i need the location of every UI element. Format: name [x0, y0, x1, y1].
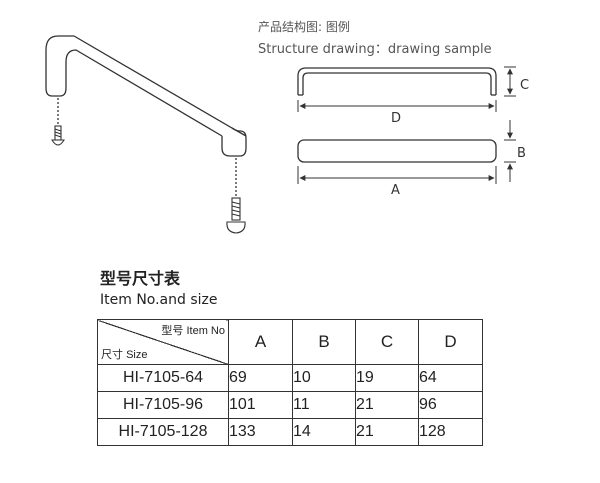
cell-b: 10: [292, 364, 356, 392]
cell-model: HI-7105-128: [97, 418, 229, 446]
size-table-title-en: Item No.and size: [100, 292, 218, 308]
cell-model: HI-7105-64: [97, 364, 229, 392]
header-col-a: A: [228, 319, 293, 365]
dimension-d-label: D: [391, 111, 401, 126]
header-diagonal-cell: 型号 Item No 尺寸 Size: [97, 319, 229, 365]
cell-d: 96: [418, 391, 483, 419]
dimension-c: [504, 66, 516, 97]
header-item-label: 型号 Item No: [161, 325, 225, 337]
table-row: HI-7105-96 101 11 21 96: [97, 391, 483, 419]
cell-a: 101: [228, 391, 293, 419]
front-view-drawing: [297, 67, 497, 96]
cell-d: 128: [418, 418, 483, 446]
screw-left-illustration: [51, 125, 65, 146]
size-table: 型号 Item No 尺寸 Size A B C D HI-7105-64 69…: [97, 319, 483, 446]
table-header-row: 型号 Item No 尺寸 Size A B C D: [97, 319, 483, 365]
cell-a: 133: [228, 418, 293, 446]
cell-c: 21: [355, 391, 419, 419]
screw-right-illustration: [226, 197, 246, 234]
structure-title-en: Structure drawing：drawing sample: [258, 42, 492, 57]
top-view-drawing: [297, 139, 497, 163]
dimension-b-label: B: [517, 146, 526, 161]
size-table-title-zh: 型号尺寸表: [100, 269, 181, 288]
structure-title-zh: 产品结构图: 图例: [258, 20, 350, 34]
header-size-label: 尺寸 Size: [101, 349, 148, 361]
cell-d: 64: [418, 364, 483, 392]
cell-c: 19: [355, 364, 419, 392]
table-row: HI-7105-64 69 10 19 64: [97, 364, 483, 392]
table-row: HI-7105-128 133 14 21 128: [97, 418, 483, 446]
cell-c: 21: [355, 418, 419, 446]
header-col-b: B: [292, 319, 356, 365]
handle-perspective-illustration: [45, 35, 247, 196]
cell-b: 11: [292, 391, 356, 419]
header-col-c: C: [355, 319, 419, 365]
dimension-b: [504, 120, 516, 182]
cell-b: 14: [292, 418, 356, 446]
cell-a: 69: [228, 364, 293, 392]
header-col-d: D: [418, 319, 483, 365]
dimension-d: [297, 100, 497, 112]
dimension-a: [297, 166, 497, 184]
dimension-c-label: C: [520, 78, 529, 93]
cell-model: HI-7105-96: [97, 391, 229, 419]
dimension-a-label: A: [391, 183, 400, 198]
